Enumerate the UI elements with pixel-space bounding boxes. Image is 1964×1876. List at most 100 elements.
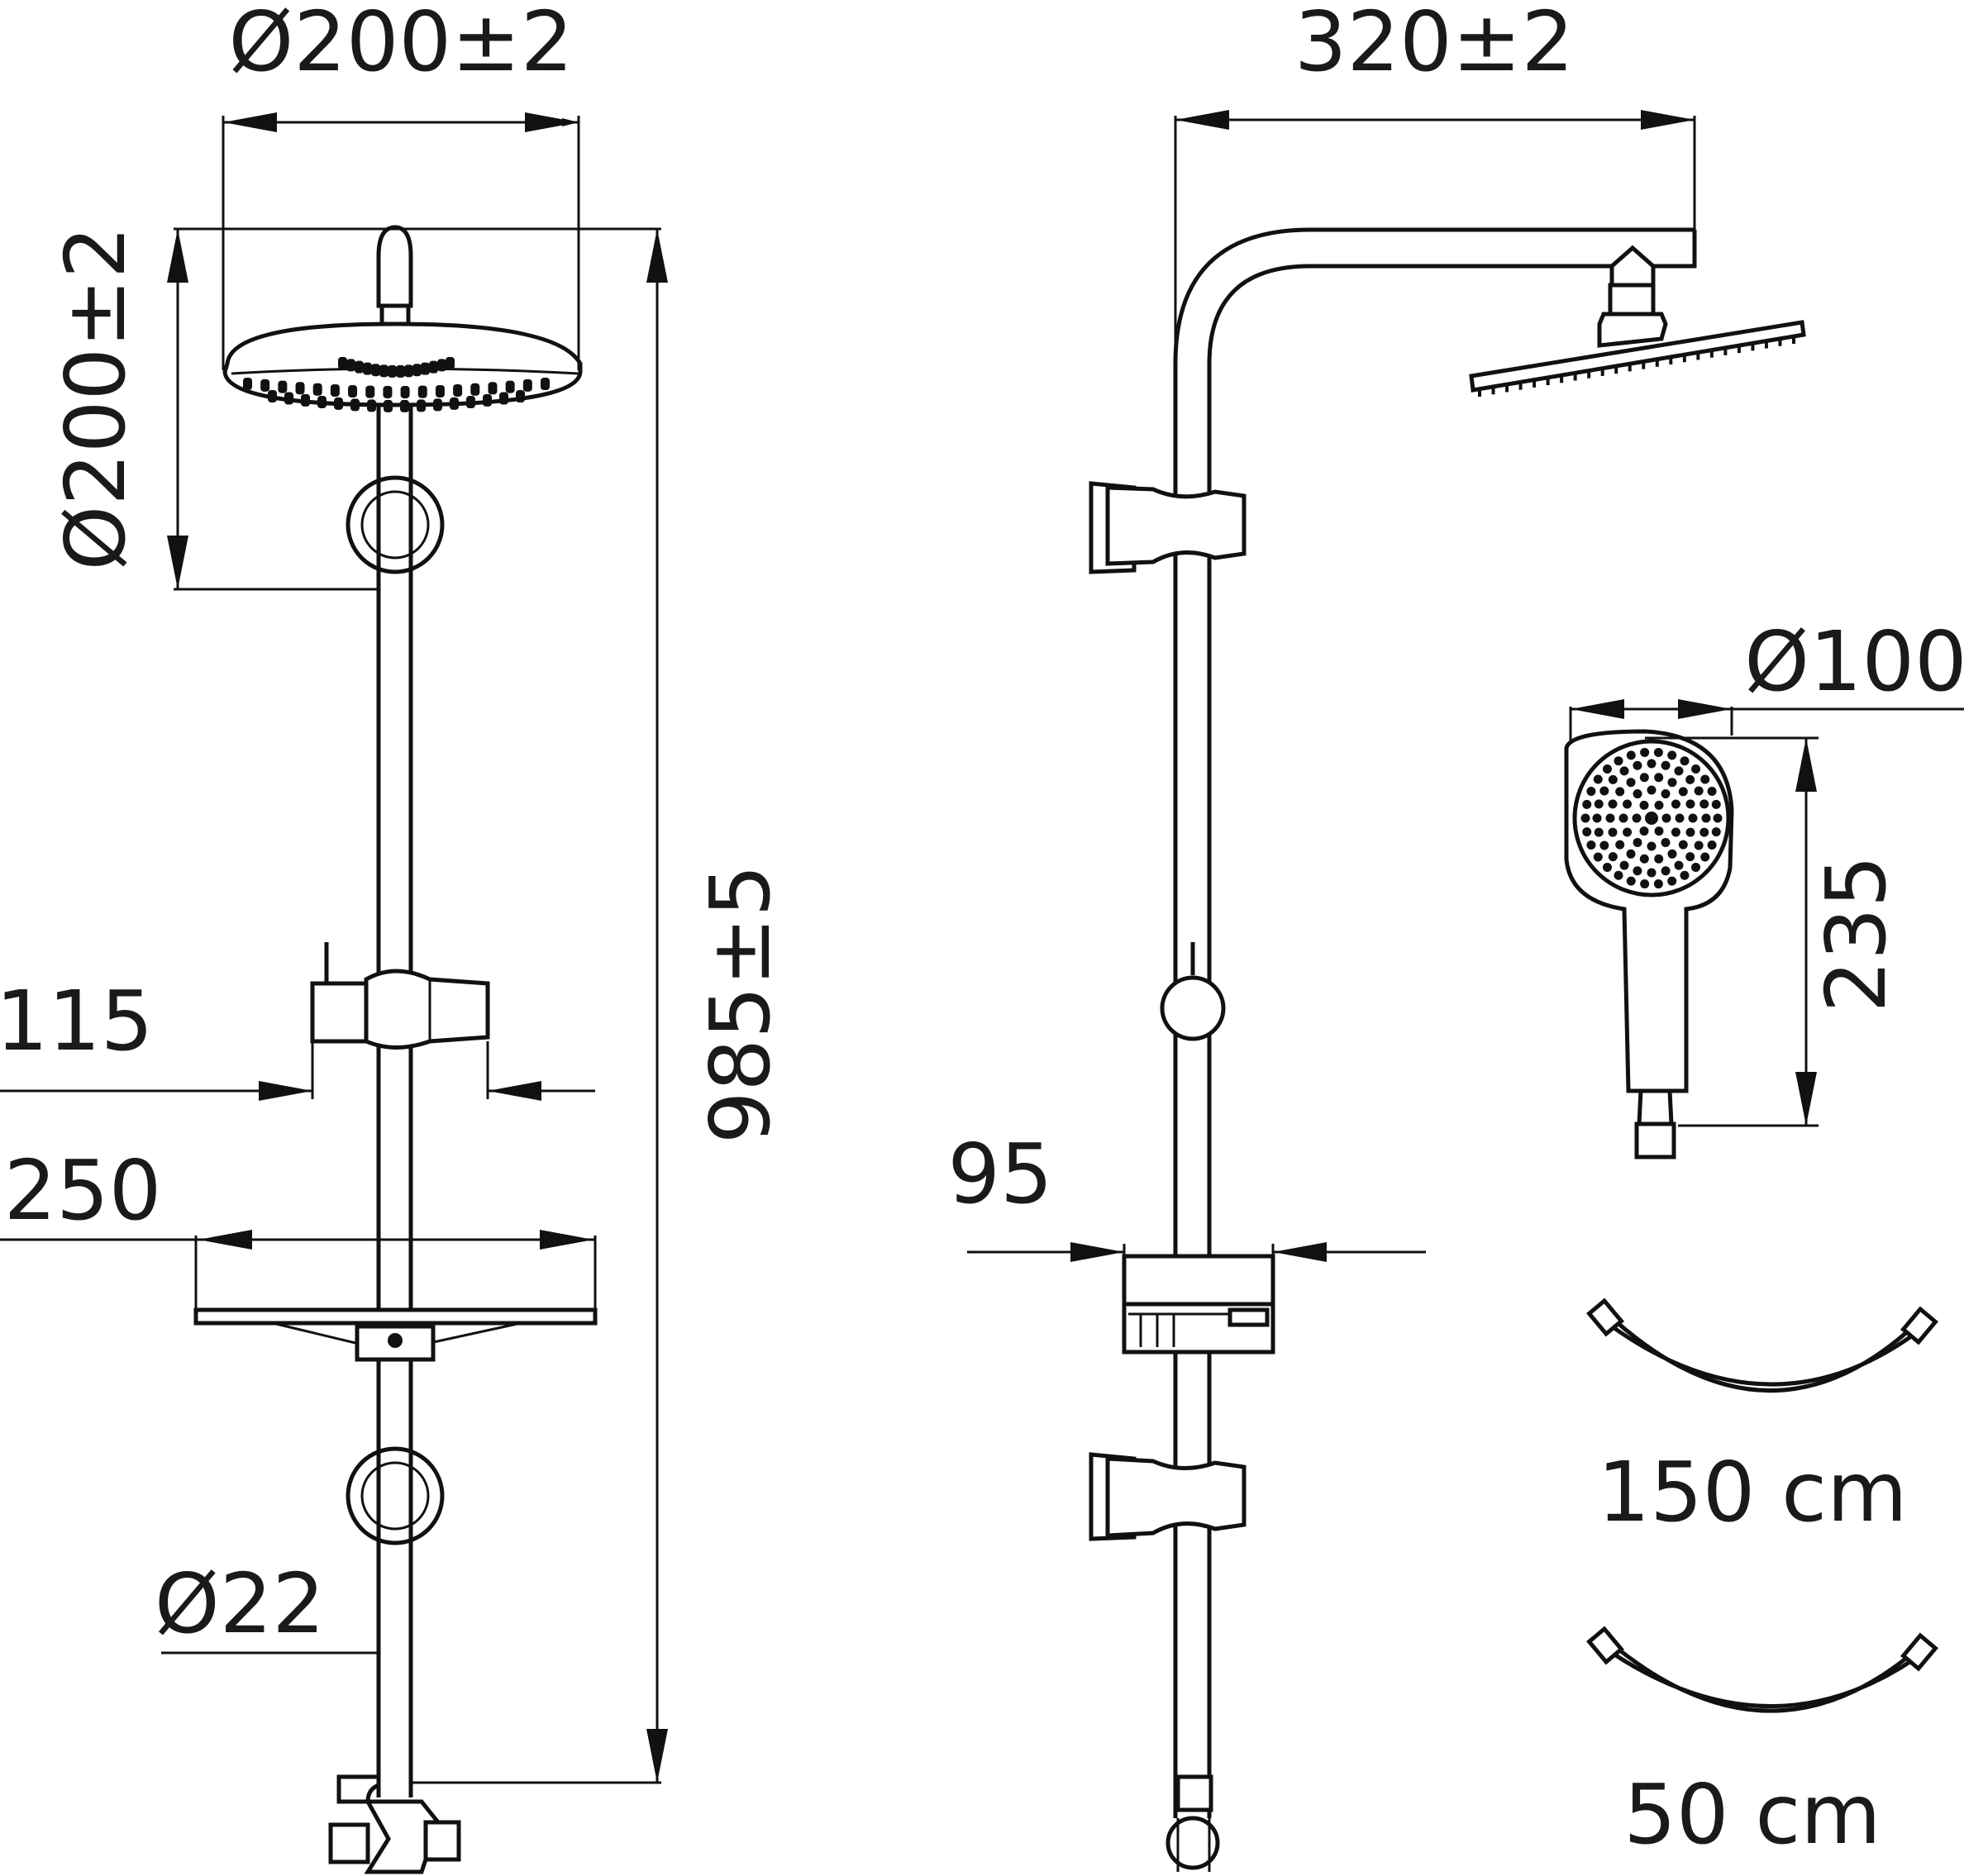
side-upper-holder-body xyxy=(1105,485,1247,566)
rain-nozzle xyxy=(483,393,492,407)
hand-nozzle xyxy=(1691,862,1701,872)
hand-nozzle xyxy=(1674,766,1684,776)
side-shelf-slots xyxy=(1128,1312,1265,1347)
rain-nozzle xyxy=(334,397,343,410)
rain-nozzle xyxy=(383,385,393,398)
hand-nozzle xyxy=(1667,778,1677,788)
hand-nozzle xyxy=(1626,876,1636,886)
dim-side-shelf-label: 95 xyxy=(947,1126,1052,1222)
hand-nozzle xyxy=(1653,747,1663,757)
rain-nozzle xyxy=(317,396,327,409)
rain-nozzle xyxy=(433,398,442,412)
hose-long-inner xyxy=(1610,1324,1915,1387)
hand-nozzle xyxy=(1594,799,1604,809)
front-valve-left-port xyxy=(328,1822,370,1864)
rain-nozzle xyxy=(541,378,550,390)
hand-nozzle xyxy=(1699,827,1709,837)
hand-nozzle xyxy=(1685,774,1695,784)
side-head-connector-top xyxy=(1609,245,1656,288)
hose-long: 150 cm xyxy=(1586,1297,1938,1540)
dim-hand-diam-label: Ø100 xyxy=(1744,613,1964,710)
hand-nozzle xyxy=(1671,827,1680,837)
rain-nozzle xyxy=(365,385,375,398)
hand-shower-connector xyxy=(1637,1088,1674,1126)
side-arm-outer xyxy=(1173,227,1695,364)
hand-nozzle xyxy=(1654,826,1664,836)
front-diverter-valve xyxy=(328,1774,461,1874)
front-upper-ring-inner xyxy=(360,490,430,559)
hand-nozzle xyxy=(1707,840,1717,850)
front-rain-shower-head xyxy=(222,321,583,412)
hand-nozzle xyxy=(1700,852,1710,862)
hand-nozzle xyxy=(1671,799,1680,809)
hand-nozzle xyxy=(1661,866,1671,876)
front-view xyxy=(193,225,598,1874)
hand-nozzle xyxy=(1685,827,1695,837)
hose-short: 50 cm xyxy=(1586,1626,1938,1863)
dim-shelf-label: 250 xyxy=(4,1142,162,1239)
front-holder-body xyxy=(364,969,490,1050)
rain-nozzle xyxy=(453,383,463,397)
hand-nozzle xyxy=(1602,764,1612,774)
rain-nozzle xyxy=(284,392,293,405)
rain-nozzle xyxy=(348,384,358,398)
side-rain-head xyxy=(1469,320,1806,393)
hand-nozzle xyxy=(1678,787,1688,797)
front-valve-right-port xyxy=(423,1820,461,1862)
hand-shower xyxy=(1564,729,1734,1159)
hand-nozzle xyxy=(1640,879,1650,889)
hand-nozzle xyxy=(1647,841,1657,851)
hand-nozzle xyxy=(1608,852,1618,862)
hand-nozzle xyxy=(1586,786,1596,796)
rain-nozzle xyxy=(516,390,525,402)
rain-nozzle xyxy=(429,360,438,374)
hose-short-right-nut xyxy=(1900,1632,1938,1672)
side-valve-outline xyxy=(1176,1818,1211,1872)
front-dimensions: Ø200±2 Ø200±2 985±5 115 250 Ø22 xyxy=(0,0,789,1784)
hand-nozzle xyxy=(1582,827,1592,837)
hand-nozzle xyxy=(1667,750,1677,760)
rain-nozzle xyxy=(243,378,252,390)
front-head-connector xyxy=(376,225,413,308)
hand-nozzle xyxy=(1647,868,1657,878)
hand-nozzle xyxy=(1711,799,1721,809)
rain-nozzle xyxy=(522,379,532,392)
rain-nozzle xyxy=(260,379,270,392)
rain-nozzle xyxy=(268,390,277,402)
hand-nozzle xyxy=(1633,760,1642,770)
hand-nozzle xyxy=(1694,786,1704,796)
hand-nozzle xyxy=(1680,756,1690,766)
hand-nozzle xyxy=(1633,837,1642,847)
dim-pipe-label: Ø22 xyxy=(155,1555,325,1652)
hand-nozzle xyxy=(1700,774,1710,784)
hand-nozzle xyxy=(1615,840,1625,850)
hose-short-inner xyxy=(1610,1650,1915,1709)
front-valve-left-nut xyxy=(336,1774,381,1804)
hand-nozzle xyxy=(1661,837,1671,847)
side-shelf-latch xyxy=(1228,1307,1270,1327)
hand-nozzle xyxy=(1691,764,1701,774)
front-valve-body xyxy=(364,1799,441,1874)
dim-side-shelf-arrows xyxy=(1070,1242,1327,1262)
hand-nozzle xyxy=(1605,813,1615,823)
hand-nozzle xyxy=(1674,860,1684,870)
dim-holder-label: 115 xyxy=(0,973,153,1069)
hand-nozzle xyxy=(1593,852,1603,862)
side-arm-inner xyxy=(1207,230,1697,364)
hand-nozzle xyxy=(1633,866,1642,876)
rain-nozzle xyxy=(396,364,405,378)
hand-nozzle xyxy=(1586,840,1596,850)
dim-head-width-label: Ø200±2 xyxy=(229,0,574,90)
side-head-swivel xyxy=(1597,312,1668,348)
hand-nozzle xyxy=(1694,840,1704,850)
hand-nozzle xyxy=(1667,876,1677,886)
side-soap-shelf xyxy=(1122,1254,1275,1355)
dim-hand-len-label: 235 xyxy=(1808,855,1904,1013)
hand-nozzle xyxy=(1707,786,1717,796)
front-holder-knob xyxy=(310,981,369,1044)
rain-nozzle xyxy=(295,382,305,395)
front-lower-ring-outer xyxy=(346,1446,445,1545)
rain-nozzle xyxy=(417,385,427,398)
side-shelf-base xyxy=(1122,1302,1275,1355)
